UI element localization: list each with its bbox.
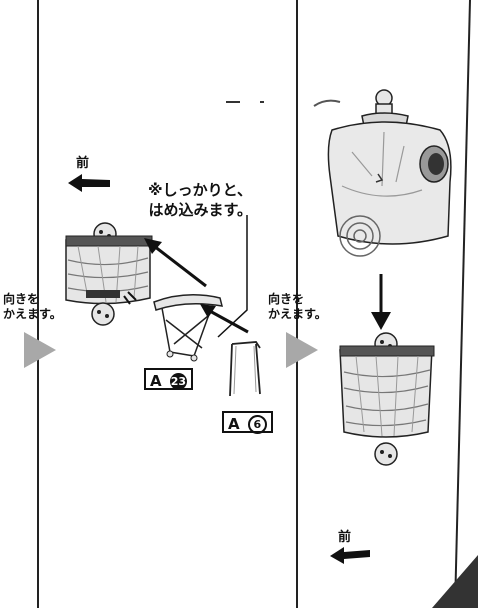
note-leader-line [217, 215, 248, 338]
divider-left [37, 0, 39, 608]
front-label-top: 前 [76, 156, 90, 171]
down-arrow-icon [371, 274, 391, 330]
insert-arrow-a23-icon [144, 238, 207, 288]
insert-arrow-a6-icon [200, 304, 249, 334]
press-in-note: ※しっかりと、 はめ込みます。 [148, 180, 252, 220]
step-triangle-right-icon [286, 332, 318, 368]
divider-middle [296, 0, 298, 608]
part-label-a23: A 23 [144, 368, 193, 390]
torso-part [327, 89, 452, 257]
sketch-curve [313, 99, 341, 107]
turn-note-right: 向きを かえます。 [268, 292, 327, 321]
sketch-marks [226, 101, 264, 103]
basket-part-right [339, 332, 435, 466]
front-arrow-top-icon [68, 174, 110, 192]
part-a6-drawing [229, 341, 261, 397]
part-a23-drawing [153, 294, 224, 362]
part-a23-letter: A [150, 372, 162, 390]
part-label-a6: A 6 [222, 411, 273, 434]
front-label-bottom: 前 [338, 530, 352, 545]
part-a6-number: 6 [247, 415, 267, 434]
turn-note-left: 向きを かえます。 [3, 292, 62, 321]
press-in-note-text: ※しっかりと、 はめ込みます。 [148, 181, 252, 219]
basket-part-left [65, 222, 153, 326]
front-arrow-bottom-icon [330, 547, 370, 564]
part-a23-number: 23 [169, 373, 187, 390]
part-a6-letter: A [228, 415, 240, 433]
step-triangle-left-icon [24, 332, 56, 368]
